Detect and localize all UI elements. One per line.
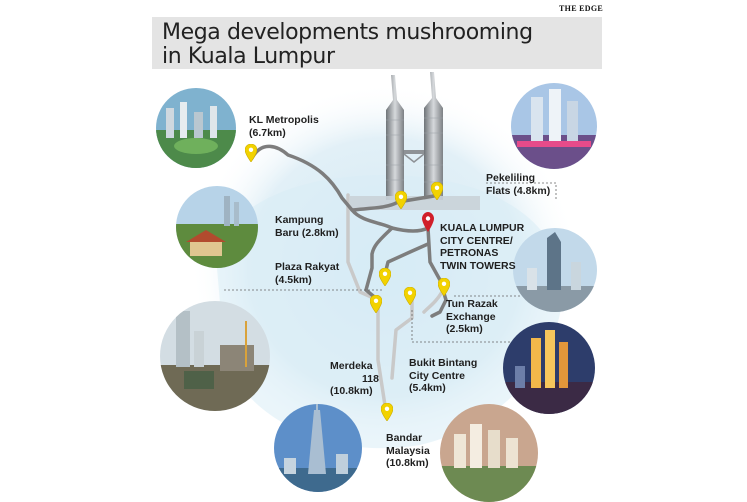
pin-klcc-red[interactable] [422,212,434,232]
label-bandar-malaysia: Bandar Malaysia (10.8km) [386,432,430,470]
label-klcc: KUALA LUMPUR CITY CENTRE/ PETRONAS TWIN … [440,222,524,272]
photo-kampung-baru [176,186,258,268]
kampung-baru-distance: Baru (2.8km) [275,226,339,239]
trx-line-1: Tun Razak [446,298,498,310]
photo-pekeliling [511,83,597,169]
merdeka-line-2: 118 [362,372,379,385]
merdeka-line-1: Merdeka [330,360,373,372]
trx-line-2: Exchange [446,310,496,323]
label-trx: Tun Razak Exchange (2.5km) [446,298,498,336]
bandar-malaysia-line-1: Bandar [386,432,423,444]
trx-line-3: (2.5km) [446,323,483,335]
plaza-rakyat-distance: (4.5km) [275,273,312,286]
pekeliling-distance: Flats (4.8km) [486,184,551,197]
publisher-logo: THE EDGE [559,4,603,13]
bukit-bintang-line-3: (5.4km) [409,382,446,394]
leader-lines [224,182,557,343]
photo-bukit-bintang [503,322,595,414]
photo-plaza-rakyat [160,301,270,411]
bandar-malaysia-line-3: (10.8km) [386,457,429,469]
plaza-rakyat-name: Plaza Rakyat [275,261,340,273]
photo-kl-metropolis [156,88,236,168]
photo-merdeka-118 [274,404,362,492]
kl-metropolis-name: KL Metropolis [249,114,319,126]
klcc-line-3: PETRONAS [440,247,499,259]
label-merdeka-118: Merdeka 118 (10.8km) [330,360,379,398]
photo-trx [513,228,597,312]
title-banner [152,17,602,69]
page-title-line-1: Mega developments mushrooming [162,20,533,45]
bandar-malaysia-line-2: Malaysia [386,444,430,457]
klcc-line-2: CITY CENTRE/ [440,234,513,247]
klcc-line-4: TWIN TOWERS [440,259,516,272]
light-routes [346,193,444,414]
bukit-bintang-line-1: Bukit Bintang [409,357,478,369]
pekeliling-name: Pekeliling [486,172,536,184]
page-title-line-2: in Kuala Lumpur [162,44,335,69]
city-area [215,175,563,449]
bukit-bintang-line-2: City Centre [409,369,466,382]
merdeka-line-3: (10.8km) [330,385,373,397]
label-pekeliling: Pekeliling Flats (4.8km) [486,172,550,197]
label-kampung-baru: Kampung Baru (2.8km) [275,214,339,239]
label-kl-metropolis: KL Metropolis (6.7km) [249,114,319,139]
kl-metropolis-distance: (6.7km) [249,126,286,139]
kampung-baru-name: Kampung [275,214,324,226]
klcc-line-1: KUALA LUMPUR [440,222,525,234]
label-plaza-rakyat: Plaza Rakyat (4.5km) [275,261,339,286]
label-bukit-bintang: Bukit Bintang City Centre (5.4km) [409,357,477,395]
photo-bandar-malaysia [440,404,538,502]
